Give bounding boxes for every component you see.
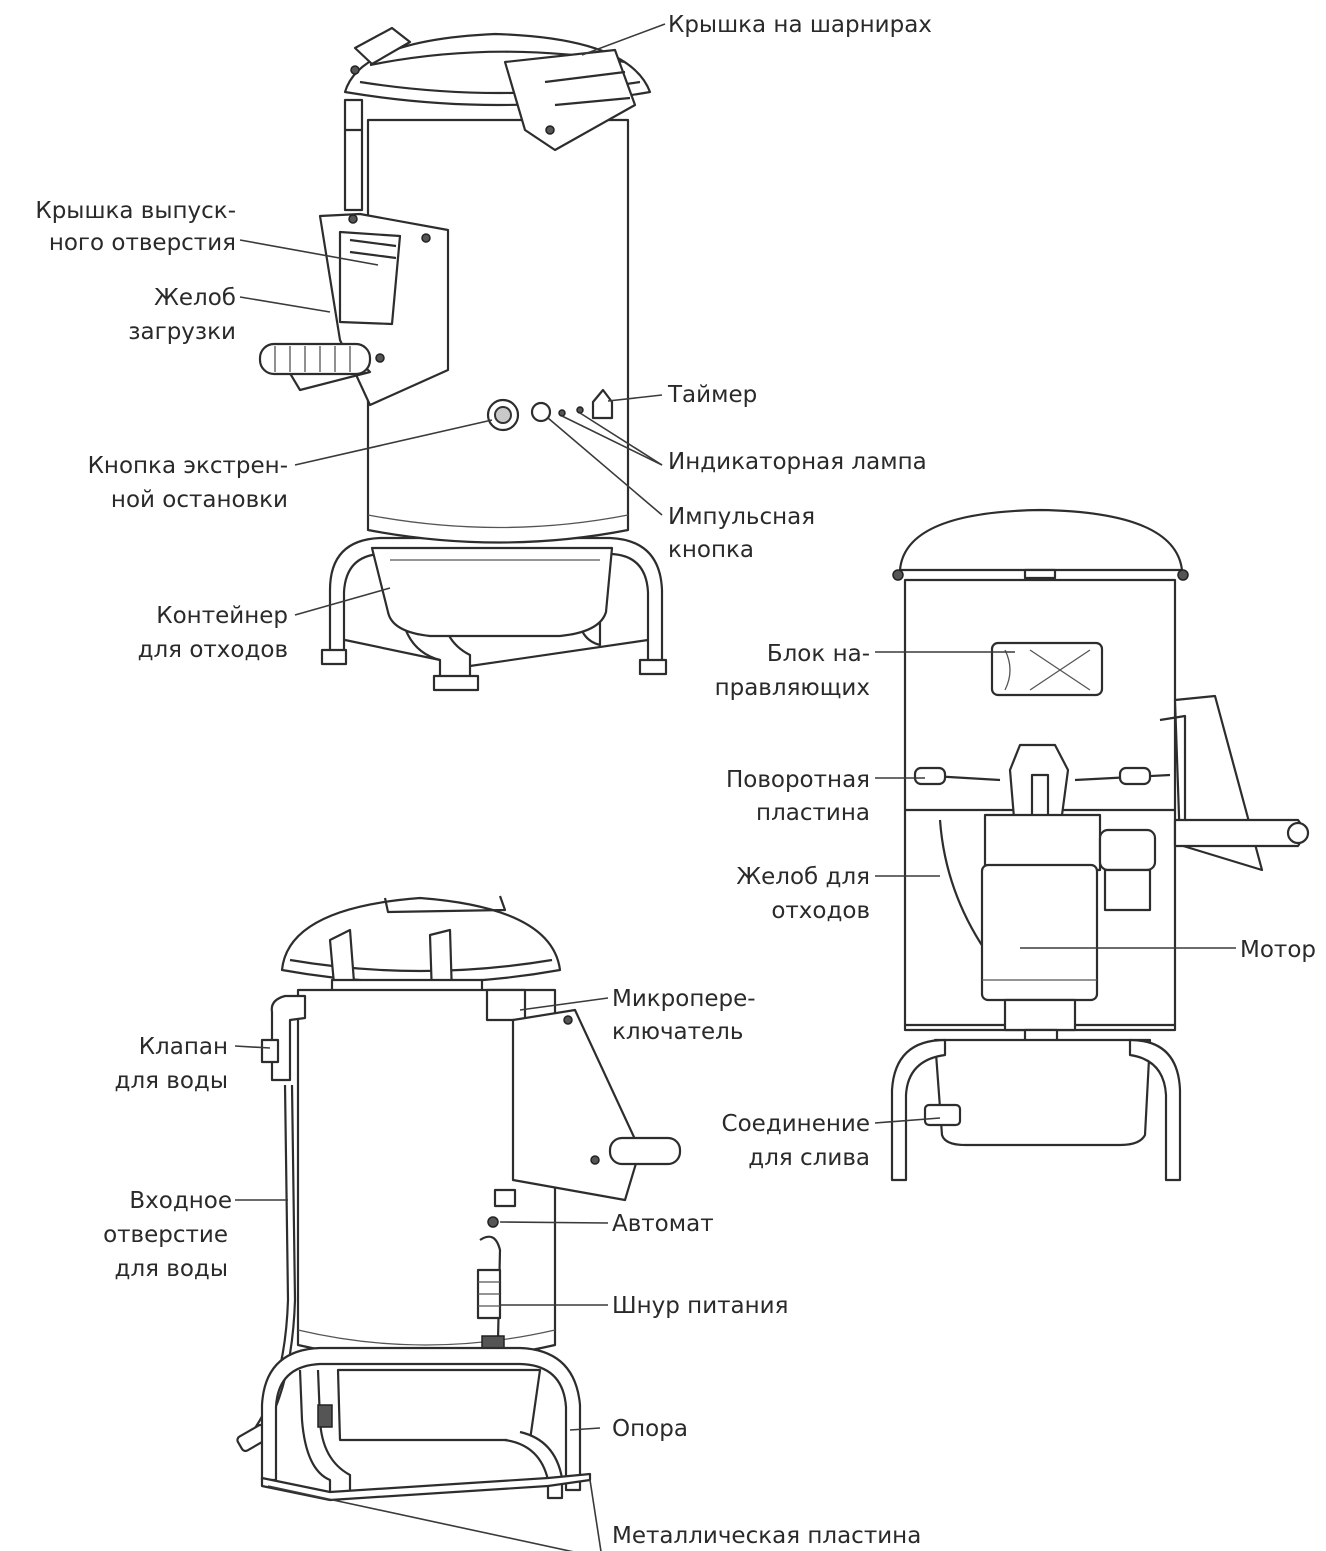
section-lid bbox=[898, 508, 1184, 572]
label-microswitch-line2: ключатель bbox=[612, 1019, 743, 1045]
label-water-valve-line1: Клапан bbox=[139, 1034, 228, 1060]
label-water-inlet-line1: Входное bbox=[129, 1188, 232, 1214]
label-power-cord: Шнур питания bbox=[612, 1293, 788, 1319]
label-rotary-plate-line2: пластина bbox=[756, 800, 870, 826]
water-valve-drawing bbox=[260, 994, 307, 1082]
section-waste-container bbox=[933, 1038, 1152, 1147]
label-hinged-lid: Крышка на шарнирах bbox=[668, 12, 932, 38]
label-water-inlet-line2: отверстие bbox=[103, 1222, 228, 1248]
circuit-breaker-drawing bbox=[487, 1216, 499, 1228]
timer-knob-drawing bbox=[591, 388, 614, 420]
front-waste-container bbox=[370, 546, 614, 638]
leader-lines bbox=[234, 23, 1236, 1551]
label-timer: Таймер bbox=[667, 382, 757, 408]
section-view-machine bbox=[890, 508, 1310, 1182]
label-emergency-stop-line1: Кнопка экстрен- bbox=[88, 453, 288, 479]
label-outlet-cover-line2: ного отверстия bbox=[49, 230, 236, 256]
label-drain-connection-line1: Соединение bbox=[722, 1111, 870, 1137]
front-loading-chute bbox=[258, 212, 450, 407]
guide-block-drawing bbox=[990, 641, 1104, 697]
pulse-button-drawing bbox=[530, 401, 552, 423]
label-water-inlet-line3: для воды bbox=[115, 1256, 228, 1282]
label-loading-chute-line2: загрузки bbox=[128, 319, 236, 345]
label-motor: Мотор bbox=[1240, 937, 1316, 963]
label-emergency-stop-line2: ной остановки bbox=[111, 487, 288, 513]
label-loading-chute-line1: Желоб bbox=[154, 285, 236, 311]
label-pulse-button-line1: Импульсная bbox=[668, 504, 815, 530]
label-metal-plate: Металлическая пластина bbox=[612, 1523, 921, 1549]
rear-support-frame bbox=[260, 1346, 592, 1502]
front-view-machine bbox=[258, 26, 668, 692]
front-body bbox=[366, 118, 630, 544]
label-circuit-breaker: Автомат bbox=[612, 1211, 714, 1237]
label-waste-chute-line2: отходов bbox=[771, 898, 870, 924]
front-hinged-lid bbox=[343, 26, 652, 152]
label-outlet-cover-line1: Крышка выпуск- bbox=[35, 198, 236, 224]
label-water-valve-line2: для воды bbox=[115, 1068, 228, 1094]
rear-view-machine bbox=[236, 895, 682, 1502]
label-waste-container-line2: для отходов bbox=[138, 637, 288, 663]
label-microswitch-line1: Микропере- bbox=[612, 986, 756, 1012]
label-guide-block-line2: правляющих bbox=[715, 675, 870, 701]
label-rotary-plate-line1: Поворотная bbox=[726, 767, 870, 793]
waste-chute-drawing bbox=[938, 819, 986, 951]
label-guide-block-line1: Блок на- bbox=[767, 641, 870, 667]
front-control-panel bbox=[486, 388, 614, 432]
label-waste-container-line1: Контейнер bbox=[156, 603, 288, 629]
label-waste-chute-line1: Желоб для bbox=[736, 864, 870, 890]
microswitch-drawing bbox=[485, 988, 527, 1022]
drain-connection-drawing bbox=[923, 1103, 962, 1127]
label-pulse-button-line2: кнопка bbox=[668, 537, 754, 563]
label-indicator-lamp: Индикаторная лампа bbox=[668, 449, 927, 475]
labels: Крышка на шарнирах Крышка выпуск- ного о… bbox=[35, 12, 1316, 1549]
label-drain-connection-line2: для слива bbox=[748, 1145, 870, 1171]
label-support: Опора bbox=[612, 1416, 688, 1442]
